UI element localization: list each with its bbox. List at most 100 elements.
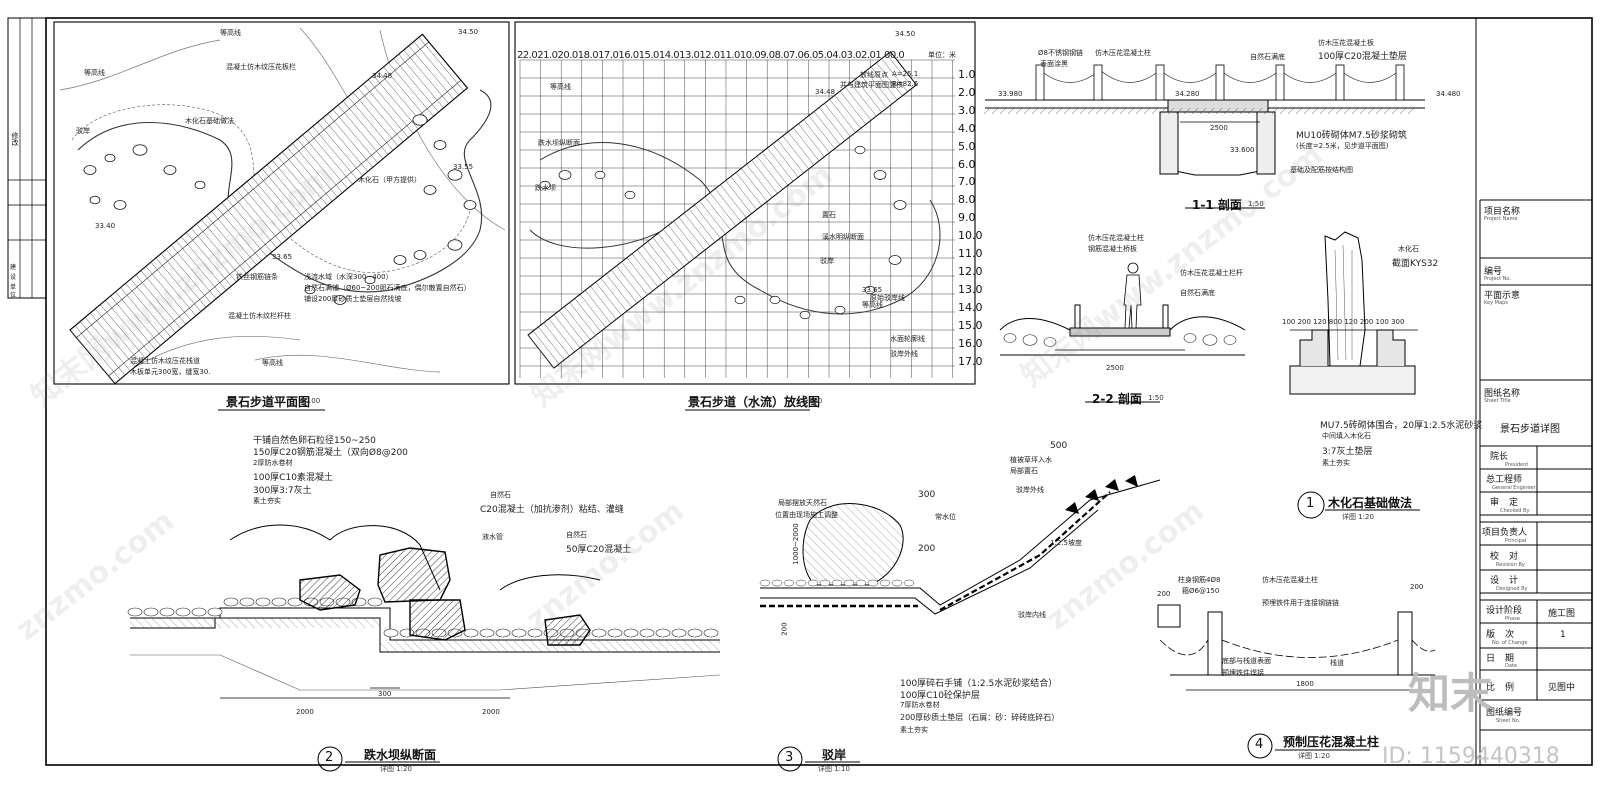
layout-top-axis: 22.021.020.018.017.016.015.014.013.012.0…: [517, 50, 905, 61]
detail-3-note: 200厚砂质土垫层（石屑：砂：碎砖底碎石）: [900, 713, 1060, 722]
left-strip-label: 设: [10, 274, 17, 281]
layout-scale: 1:100: [802, 397, 823, 405]
tb-date-label: 日期: [1486, 654, 1525, 664]
plan-title: 景石步道平面图: [226, 395, 311, 409]
detail-4-dim: 1800: [1296, 680, 1314, 688]
section-2-2-note: 仿木压花混凝土柱: [1088, 234, 1144, 242]
plan-note: 混凝土仿木纹压花栈道: [130, 357, 200, 365]
layout-note: 驳岸: [820, 257, 834, 265]
detail-3-note: 1:2.5坡度: [1050, 539, 1082, 547]
left-strip-label: 建: [10, 264, 17, 271]
left-strip-label: 单: [10, 284, 17, 291]
layout-note: 跌水坝: [535, 184, 556, 192]
section-1-1-note: 仿木压花混凝土柱: [1095, 49, 1151, 57]
plan-scale: 1:100: [300, 397, 321, 405]
tb-sheet-title-label: 图纸名称: [1484, 389, 1521, 399]
detail-3-dim: 1000~2000: [791, 523, 800, 565]
tb-keymap-en: Key Maps: [1484, 300, 1508, 306]
layout-note: 等高线: [862, 301, 883, 309]
detail-4-note: 柱身钢筋4Ø8: [1178, 576, 1221, 584]
detail-1-number: 1: [1306, 496, 1315, 511]
plan-note: 铺设200厚砂质土垫层自然找坡: [304, 295, 402, 303]
detail-3-note: 局部摆放天然石: [778, 499, 827, 507]
detail-2-note: 2厚防水卷材: [253, 459, 293, 467]
section-2-2-note: 钢筋混凝土桥板: [1088, 245, 1137, 253]
section-2-2-note: 仿木压花混凝土栏杆: [1180, 269, 1243, 277]
layout-note: 并与建筑平面图复核: [840, 81, 903, 89]
tb-scale-label: 比例: [1486, 683, 1525, 693]
detail-3-note: 植被草坪入水: [1010, 456, 1052, 464]
tb-sheet-no-en: Sheet No.: [1496, 718, 1521, 724]
tb-sheet-no-label: 图纸编号: [1486, 708, 1523, 718]
plan-note: 混凝土仿木纹压花板栏: [226, 63, 296, 71]
plan-note: 铁丝钢筋链条: [236, 273, 278, 281]
detail-4-number: 4: [1255, 737, 1264, 752]
detail-1-sub: 详图 1:20: [1342, 513, 1374, 521]
tb-number-label: 编号: [1484, 267, 1503, 277]
plan-note: 等高线: [220, 29, 241, 37]
section-1-1-note: Ø8不锈钢钢链: [1038, 49, 1083, 57]
tb-number-en: Project No.: [1484, 276, 1511, 282]
layout-note: 原始驳岸线: [870, 294, 905, 302]
detail-3-sub: 详图 1:10: [818, 765, 850, 773]
tb-phase-value: 施工图: [1548, 609, 1576, 619]
detail-2-note: 100厚C10素混凝土: [253, 473, 333, 483]
plan-elev: 33.55: [453, 163, 474, 171]
detail-2-number: 2: [325, 750, 334, 765]
detail-1-note: 3:7灰土垫层: [1322, 447, 1373, 457]
detail-2-note: 自然石: [566, 531, 587, 539]
section-1-1-elev: 33.600: [1230, 146, 1255, 154]
tb-president-label: 院长: [1490, 452, 1509, 462]
detail-2-note: 自然石: [490, 491, 511, 499]
detail-1-note: 截面KYS32: [1392, 259, 1439, 269]
detail-4-dim: 200: [1157, 590, 1171, 598]
tb-principal-label: 项目负责人: [1482, 528, 1528, 538]
detail-4-note: 预埋铁件焊接: [1222, 669, 1264, 677]
left-strip-label: 位: [10, 292, 17, 299]
detail-1-title: 木化石基础做法: [1328, 496, 1413, 510]
left-strip-label: 修改: [11, 132, 19, 146]
plan-note: 等高线: [262, 359, 283, 367]
detail-3-note: 位置由现场施工调整: [775, 511, 838, 519]
layout-elev: 33.65: [862, 286, 883, 294]
tb-checked-label: 审定: [1490, 498, 1529, 508]
section-2-2-scale: 1:50: [1148, 394, 1164, 402]
tb-keymap-label: 平面示意: [1484, 291, 1521, 301]
layout-note: 等高线: [550, 83, 571, 91]
detail-2-dim: 2000: [296, 708, 314, 716]
detail-2-note: 50厚C20混凝土: [566, 545, 632, 555]
tb-sheet-title-en: Sheet Title: [1484, 398, 1511, 404]
detail-1-note: 木化石: [1398, 245, 1419, 253]
tb-designed-label: 设计: [1490, 576, 1529, 586]
detail-3-note: 素土夯实: [900, 726, 928, 734]
detail-3-note: 驳岸外线: [1016, 486, 1044, 494]
plan-elev: 33.40: [95, 222, 116, 230]
detail-2-note: 素土夯实: [253, 497, 281, 505]
tb-project-name-en: Project Name: [1484, 216, 1518, 222]
section-1-1-note: 基础及配筋按结构图: [1290, 166, 1353, 174]
detail-2-note: 液水管: [482, 533, 503, 541]
tb-principal-en: Principal: [1505, 538, 1527, 544]
detail-3-number: 3: [785, 750, 794, 765]
detail-4-note: 栈道: [1330, 659, 1344, 667]
detail-2-note: C20混凝土（加抗渗剂）粘结、灌缝: [480, 505, 624, 515]
detail-2-note: 150厚C20钢筋混凝土（双向Ø8@200: [253, 448, 408, 458]
detail-3-dim: 200: [918, 544, 936, 554]
detail-4-dim: 200: [1410, 583, 1424, 591]
tb-no-change-en: No. of Change: [1492, 640, 1528, 646]
watermark-id: ID: 1159440318: [1382, 744, 1560, 769]
section-2-2-title: 2-2 剖面: [1092, 392, 1142, 406]
tb-sheet-title-value: 景石步道详图: [1500, 424, 1560, 435]
section-1-1-dim: 2500: [1210, 124, 1228, 132]
plan-elev: 34.48: [372, 72, 393, 80]
layout-note: 单位：米: [928, 51, 956, 59]
detail-3-dim: 300: [918, 490, 936, 500]
plan-elev: 34.50: [458, 28, 479, 36]
plan-elev: 33.65: [272, 253, 293, 261]
section-2-2-dim: 2500: [1106, 364, 1124, 372]
tb-revision-label: 校对: [1490, 552, 1529, 562]
detail-3-note: 局部置石: [1010, 467, 1038, 475]
plan-note: 浅流水域（水深300~400）: [304, 273, 393, 281]
plan-note: 木板单元300宽，缝宽30.: [130, 368, 211, 376]
